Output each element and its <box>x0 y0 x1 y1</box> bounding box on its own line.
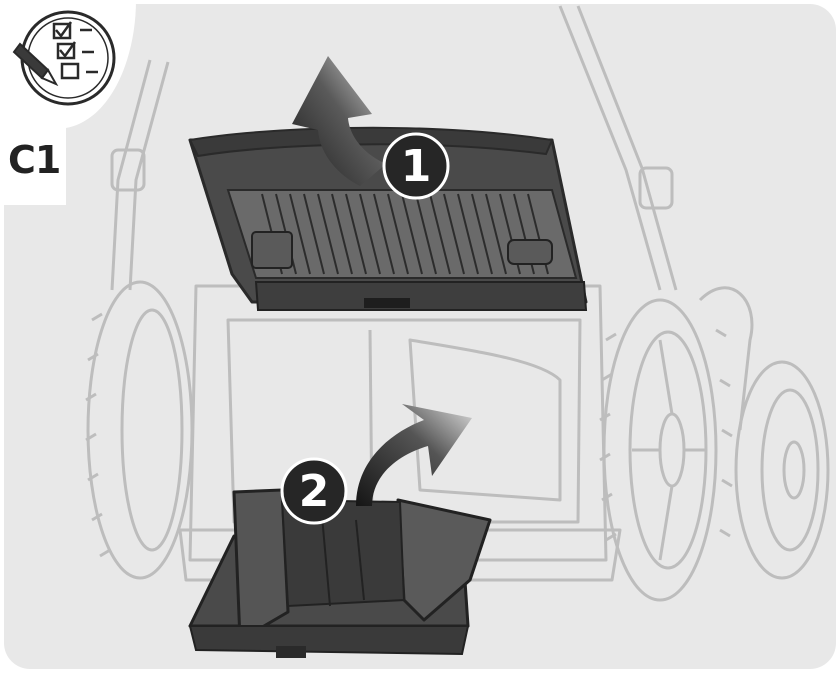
step-label: C1 <box>8 138 61 182</box>
callout-number-2: 2 <box>298 465 330 517</box>
flap-latch <box>251 231 293 269</box>
handle-left-2 <box>128 61 170 291</box>
handle-knob-right <box>638 166 674 210</box>
rear-flap <box>188 126 588 311</box>
handle-right <box>558 5 662 291</box>
deflector-rib <box>321 515 365 607</box>
flap-grille-frame <box>226 189 578 279</box>
deflector-tab <box>276 646 306 658</box>
flap-hinge-bar <box>254 281 588 311</box>
flap-hinge-spring <box>364 298 410 308</box>
rear-handle-loop <box>698 286 754 431</box>
arrow-remove-deflector <box>356 404 472 506</box>
wheel-right-rear <box>734 360 830 580</box>
flap-top-lip <box>188 126 554 158</box>
tread-left <box>85 312 111 558</box>
wheel-right-front <box>602 298 718 602</box>
deflector-left-wall <box>232 488 290 642</box>
tread-right <box>599 328 733 542</box>
wheel-left <box>86 280 194 580</box>
wheel-right-rear-hub <box>760 388 820 552</box>
checklist-pen-icon <box>12 10 116 106</box>
deflector-base-lip <box>188 625 470 656</box>
wheel-spokes <box>632 339 706 561</box>
handle-knob-left <box>110 148 146 192</box>
callout-circle-1 <box>382 132 450 200</box>
grass-deflector <box>188 488 492 658</box>
wheel-right-rear-center <box>782 440 806 500</box>
mower-opening <box>226 318 582 524</box>
callout-circle-2 <box>280 457 348 525</box>
handle-left <box>110 59 152 291</box>
callout-number-1: 1 <box>400 140 432 192</box>
arrow-lift-flap <box>292 56 386 186</box>
wheel-left-inner <box>120 308 184 552</box>
chute-inner <box>408 338 562 502</box>
flap-clip <box>507 239 553 265</box>
